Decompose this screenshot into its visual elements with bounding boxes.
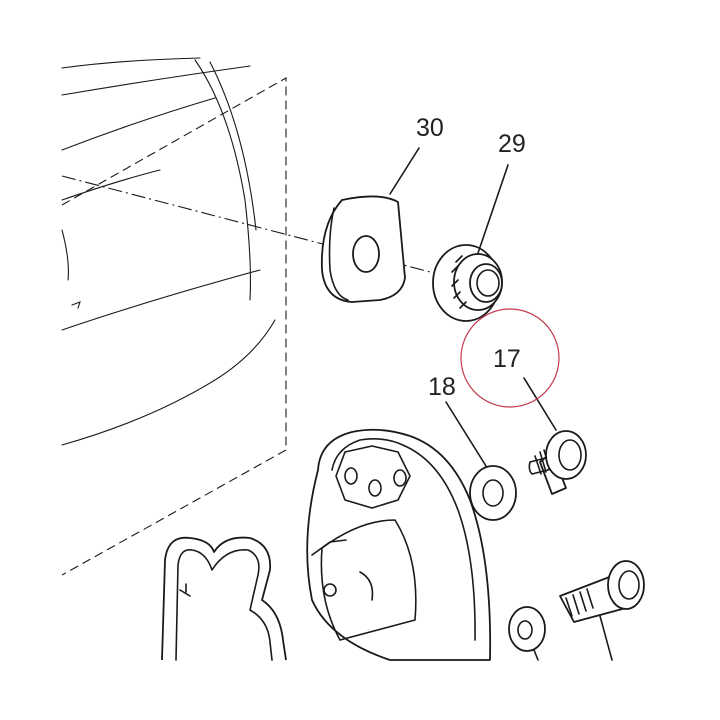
bolt-part [528, 430, 587, 495]
callout-29: 29 [498, 130, 526, 158]
callout-30: 30 [416, 114, 444, 142]
gasket-part [161, 536, 287, 661]
cam-plate-part [320, 195, 406, 303]
leader-17 [523, 377, 557, 431]
leader-30 [389, 147, 420, 195]
leader-29 [477, 164, 509, 254]
callout-17: 17 [493, 345, 521, 373]
washer-part [469, 465, 517, 521]
lower-washer-part [508, 606, 546, 652]
leader-bolt-long [599, 615, 613, 661]
long-bolt-part [559, 560, 645, 623]
highlight-circle [460, 308, 560, 408]
flange-nut-part [432, 244, 503, 322]
callout-18: 18 [428, 373, 456, 401]
dashed-panel [61, 77, 287, 576]
cover-housing-part [306, 428, 492, 661]
leader-18 [445, 401, 487, 467]
leader-washer-lower [533, 649, 539, 661]
housing-outline [61, 57, 276, 446]
leader-lines [389, 147, 613, 661]
assembly-axis-line [61, 175, 481, 286]
